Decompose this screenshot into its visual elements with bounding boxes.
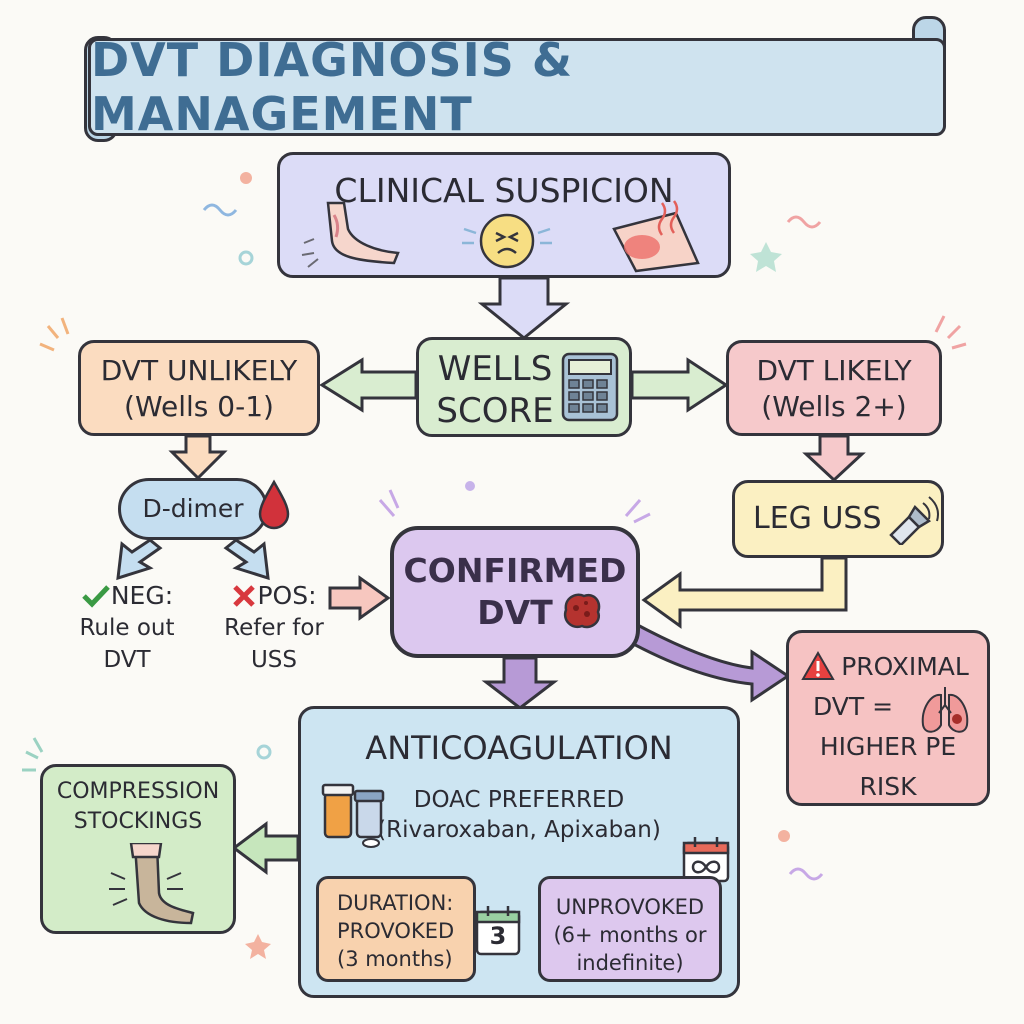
compression-line-2: STOCKINGS	[73, 809, 203, 834]
calculator-icon	[561, 352, 619, 422]
pos-text-2: USS	[250, 647, 298, 673]
blood-drop-icon	[258, 479, 290, 530]
compression-line-1: COMPRESSION	[56, 779, 220, 804]
confirmed-line-2: DVT	[477, 593, 553, 632]
arrow-suspicion-to-wells	[477, 276, 571, 340]
accent-marks	[624, 499, 651, 524]
proximal-line-4: RISK	[859, 772, 917, 801]
unprovoked-label: UNPROVOKED	[555, 895, 705, 919]
accent-marks	[934, 315, 967, 350]
wells-line-1: WELLS	[437, 349, 553, 389]
red-warm-skin-icon	[612, 200, 700, 273]
arrow-unlikely-to-ddimer	[168, 434, 228, 481]
confirmed-dvt-box: CONFIRMED DVT	[390, 526, 640, 658]
confetti-dot	[778, 830, 790, 842]
d-dimer-negative-outcome: NEG: Rule out DVT	[52, 580, 202, 676]
proximal-dvt-box: PROXIMAL DVT = HIGHER PE RISK	[786, 630, 990, 806]
wells-score-label: WELLS SCORE	[433, 348, 557, 432]
d-dimer-node: D-dimer	[118, 478, 268, 540]
confetti-squiggle	[202, 203, 238, 217]
dvt-unlikely-wells: (Wells 0-1)	[124, 390, 274, 423]
warning-icon	[801, 651, 835, 680]
pos-text-1: Refer for	[224, 615, 324, 641]
d-dimer-positive-outcome: POS: Refer for USS	[212, 580, 336, 676]
confetti-star	[245, 934, 271, 959]
doac-examples: (Rivaroxaban, Apixaban)	[377, 817, 661, 843]
proximal-line-1: PROXIMAL	[841, 652, 969, 681]
compression-stockings-box: COMPRESSION STOCKINGS	[40, 764, 236, 934]
arrow-wells-to-unlikely	[319, 357, 418, 413]
provoked-duration-box: DURATION: PROVOKED (3 months)	[316, 876, 476, 982]
dvt-unlikely-title: DVT UNLIKELY	[100, 354, 298, 387]
arrow-ddimer-to-neg	[116, 538, 163, 581]
accent-marks	[378, 489, 400, 517]
pill-bottles-icon	[321, 783, 385, 848]
arrow-likely-to-leguss	[802, 434, 866, 483]
swollen-leg-icon	[301, 201, 400, 268]
neg-label: NEG:	[110, 581, 174, 610]
dvt-unlikely-box: DVT UNLIKELY (Wells 0-1)	[78, 340, 320, 436]
arrow-anticoag-to-compression	[231, 821, 300, 875]
lungs-icon	[921, 687, 969, 733]
arrow-pos-to-confirmed	[328, 575, 391, 621]
doac-preferred: DOAC PREFERRED	[413, 787, 625, 813]
leg-uss-label: LEG USS	[753, 501, 882, 536]
unprovoked-months: (6+ months or	[553, 923, 707, 947]
accent-marks	[22, 737, 44, 772]
dvt-likely-box: DVT LIKELY (Wells 2+)	[726, 340, 942, 436]
provoked-months: (3 months)	[337, 947, 453, 971]
page-title: DVT DIAGNOSIS & MANAGEMENT	[88, 33, 946, 141]
confirmed-line-1: CONFIRMED	[403, 551, 627, 590]
confetti-dot	[256, 744, 272, 760]
ultrasound-probe-icon	[889, 496, 939, 545]
arrow-wells-to-likely	[630, 357, 729, 413]
proximal-line-2: DVT =	[813, 692, 894, 721]
stocking-leg-icon	[109, 843, 195, 925]
calendar-number: 3	[489, 922, 507, 950]
provoked-label: PROVOKED	[337, 919, 455, 943]
dvt-likely-wells: (Wells 2+)	[761, 390, 907, 423]
pain-face-icon	[462, 213, 552, 269]
clinical-suspicion-label: CLINICAL SUSPICION	[334, 171, 674, 210]
accent-marks	[39, 317, 70, 352]
arrow-confirmed-to-anticoag	[481, 656, 559, 710]
confetti-dot	[465, 481, 475, 491]
arrow-confirmed-to-proximal	[624, 619, 791, 703]
infinity-calendar-icon	[682, 837, 730, 883]
arrow-ddimer-to-pos	[223, 538, 270, 581]
check-icon	[82, 585, 110, 608]
duration-label: DURATION:	[337, 891, 454, 915]
wells-score-box: WELLS SCORE	[416, 337, 632, 437]
confetti-star	[750, 242, 782, 272]
neg-text-2: DVT	[103, 647, 151, 673]
pos-label: POS:	[257, 581, 317, 610]
anticoagulation-title: ANTICOAGULATION	[365, 729, 673, 767]
confetti-dot	[240, 172, 252, 184]
unprovoked-duration-box: UNPROVOKED (6+ months or indefinite)	[538, 876, 722, 982]
confetti-squiggle	[788, 867, 824, 881]
confetti-dot	[238, 250, 254, 266]
clot-icon	[563, 593, 601, 629]
neg-text-1: Rule out	[79, 615, 175, 641]
confetti-squiggle	[786, 215, 822, 229]
d-dimer-label: D-dimer	[142, 494, 244, 523]
unprovoked-indefinite: indefinite)	[576, 951, 684, 975]
proximal-line-3: HIGHER PE	[819, 732, 957, 761]
cross-icon	[233, 585, 256, 607]
clinical-suspicion-box: CLINICAL SUSPICION	[277, 152, 731, 278]
calendar-icon: 3	[474, 904, 524, 958]
arrow-leguss-to-confirmed	[641, 556, 848, 629]
dvt-likely-title: DVT LIKELY	[756, 354, 912, 387]
wells-line-2: SCORE	[436, 391, 554, 431]
leg-uss-box: LEG USS	[732, 480, 944, 558]
